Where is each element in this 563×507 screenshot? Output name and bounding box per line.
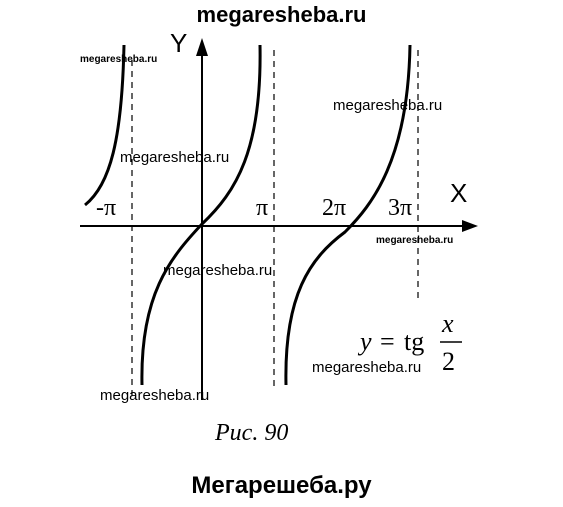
curve-branch-center [140, 44, 262, 386]
formula-numerator: x [441, 309, 454, 338]
tick-label-minus-pi: -π [96, 195, 116, 221]
formula-lhs: y [357, 327, 372, 356]
x-axis-arrow [462, 220, 478, 232]
x-axis-label: X [450, 178, 467, 208]
figure-caption: Рис. 90 [214, 420, 288, 446]
curve-branch-left [84, 44, 126, 207]
curve-branch-right [284, 44, 412, 386]
tick-label-3pi: 3π [388, 195, 412, 221]
formula-function: tg [404, 327, 424, 356]
watermark: megaresheba.ru [163, 262, 272, 279]
tick-label-2pi: 2π [322, 195, 346, 221]
watermark: megaresheba.ru [120, 149, 229, 166]
watermark: megaresheba.ru [80, 54, 157, 65]
watermark: megaresheba.ru [312, 359, 421, 376]
watermark: megaresheba.ru [333, 97, 442, 114]
y-axis-arrow [196, 38, 208, 56]
formula-denominator: 2 [442, 347, 455, 376]
formula-equals: = [380, 327, 395, 356]
watermark: megaresheba.ru [376, 235, 453, 246]
tick-label-pi: π [256, 195, 268, 221]
y-axis-label: Y [170, 28, 187, 58]
site-footer: Мегарешеба.ру [191, 472, 372, 499]
site-header: megaresheba.ru [196, 2, 367, 27]
watermark: megaresheba.ru [100, 387, 209, 404]
